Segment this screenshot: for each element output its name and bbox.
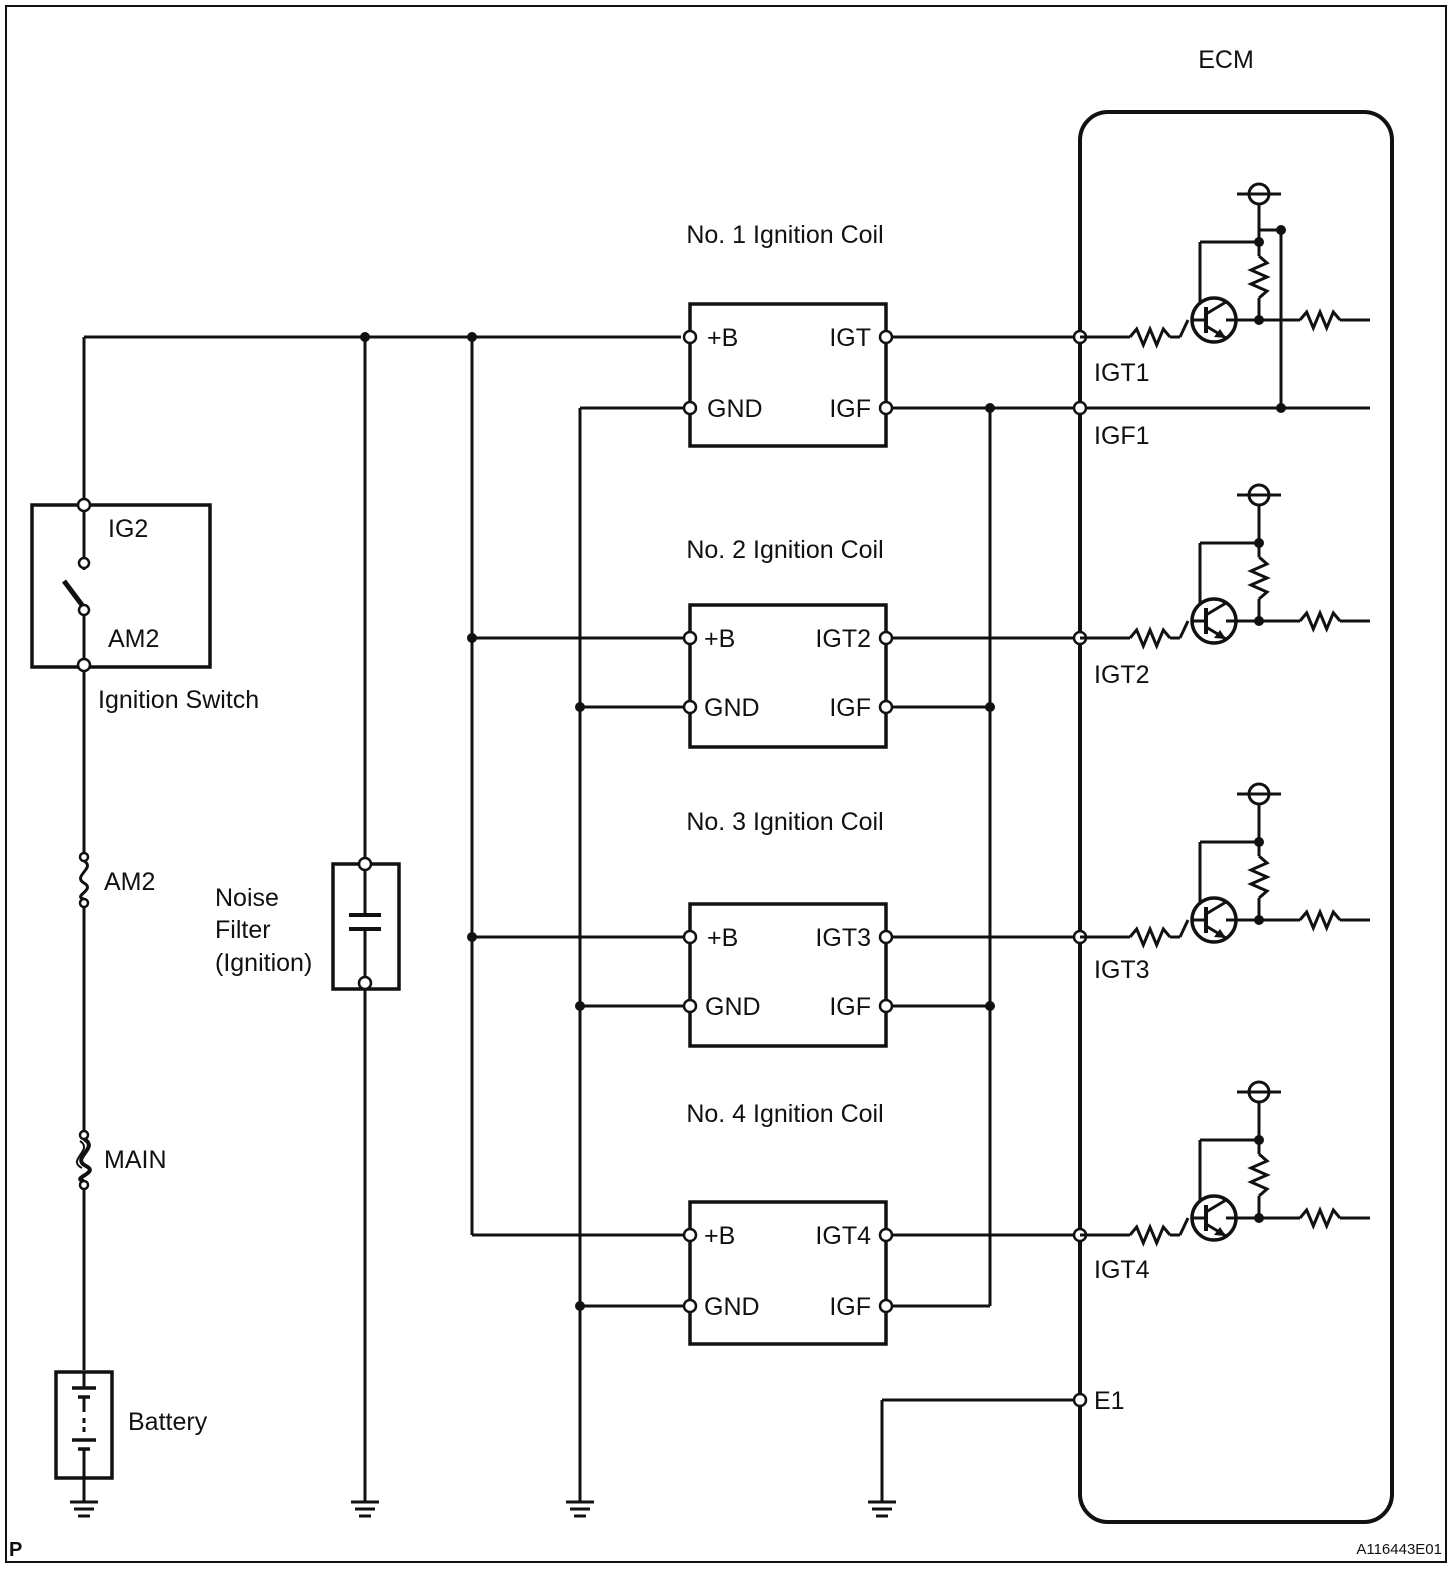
battery-label: Battery (128, 1408, 208, 1436)
ecm-driver-stages (1080, 182, 1370, 1247)
ignition-switch-label: Ignition Switch (98, 686, 259, 714)
coil-pin-gnd: GND (705, 993, 761, 1021)
coil-pin-plus-b: +B (704, 625, 735, 653)
fuse-am2-label: AM2 (104, 868, 155, 896)
pullup-resistor (1247, 854, 1271, 900)
output-resistor (1298, 908, 1342, 932)
pullup-resistor (1247, 254, 1271, 300)
corner-left-label: P (9, 1539, 22, 1561)
ground-symbols (70, 1500, 896, 1518)
ground-icon (70, 1500, 98, 1518)
ignition-switch-pin-am2: AM2 (108, 625, 159, 653)
ecm-pin-igt2: IGT2 (1094, 661, 1150, 689)
ecm-pin-igf1: IGF1 (1094, 422, 1150, 450)
battery: Battery (54, 1370, 208, 1480)
coil-pin-igf: IGF (829, 1293, 871, 1321)
pullup-resistor (1247, 555, 1271, 601)
coil-pin-igt: IGT (829, 324, 871, 352)
output-resistor (1298, 308, 1342, 332)
coil-pin-plus-b: +B (707, 924, 738, 952)
coil-title: No. 1 Ignition Coil (686, 221, 883, 249)
coil-pin-gnd: GND (704, 694, 760, 722)
ignition-coil-1: No. 1 Ignition Coil +B GND IGT IGF (682, 221, 894, 448)
base-resistor (1128, 1223, 1172, 1247)
base-resistor (1128, 325, 1172, 349)
coil-title: No. 3 Ignition Coil (686, 808, 883, 836)
corner-right-label: A116443E01 (1356, 1541, 1442, 1558)
coil-pin-igf: IGF (829, 395, 871, 423)
ecm-title: ECM (1198, 46, 1254, 74)
ignition-switch-pin-ig2: IG2 (108, 515, 148, 543)
coil-title: No. 4 Ignition Coil (686, 1100, 883, 1128)
ecm-pin-igt4: IGT4 (1094, 1256, 1150, 1284)
coil-pin-plus-b: +B (704, 1222, 735, 1250)
base-resistor (1128, 626, 1172, 650)
noise-filter-label-line1: Noise (215, 884, 279, 912)
fuse-main-label: MAIN (104, 1146, 167, 1174)
output-resistor (1298, 609, 1342, 633)
coil-pin-igt: IGT3 (815, 924, 871, 952)
ignition-switch: IG2 AM2 Ignition Switch (30, 497, 259, 714)
ignition-coil-3: No. 3 Ignition Coil +B GND IGT3 IGF (682, 808, 894, 1048)
noise-filter-label-line2: Filter (215, 916, 271, 944)
fuse-am2: AM2 (78, 851, 155, 909)
noise-filter-label-line3: (Ignition) (215, 949, 312, 977)
ground-icon (868, 1500, 896, 1518)
ecm-pin-igt1: IGT1 (1094, 359, 1150, 387)
ground-icon (351, 1500, 379, 1518)
noise-filter: Noise Filter (Ignition) (215, 856, 401, 991)
ecm-pin-igt3: IGT3 (1094, 956, 1150, 984)
junctions (360, 332, 995, 1311)
wiring (82, 335, 1080, 1502)
coil-pin-plus-b: +B (707, 324, 738, 352)
ecm: ECM E1 IGT1 IGF1 IGT2 IGT3 IGT4 (1072, 46, 1394, 1524)
coil-title: No. 2 Ignition Coil (686, 536, 883, 564)
coil-pin-gnd: GND (704, 1293, 760, 1321)
output-resistor (1298, 1206, 1342, 1230)
ignition-coil-4: No. 4 Ignition Coil +B GND IGT4 IGF (682, 1100, 894, 1346)
coil-pin-igt: IGT2 (815, 625, 871, 653)
ecm-pin-e1: E1 (1094, 1387, 1125, 1415)
coil-pin-igf: IGF (829, 993, 871, 1021)
ground-icon (566, 1500, 594, 1518)
coil-pin-igf: IGF (829, 694, 871, 722)
coil-pin-gnd: GND (707, 395, 763, 423)
ignition-coil-2: No. 2 Ignition Coil +B GND IGT2 IGF (682, 536, 894, 749)
coil-pin-igt: IGT4 (815, 1222, 871, 1250)
fuse-main: MAIN (75, 1129, 167, 1191)
base-resistor (1128, 925, 1172, 949)
pullup-resistor (1247, 1152, 1271, 1198)
frame (5, 5, 1447, 1563)
